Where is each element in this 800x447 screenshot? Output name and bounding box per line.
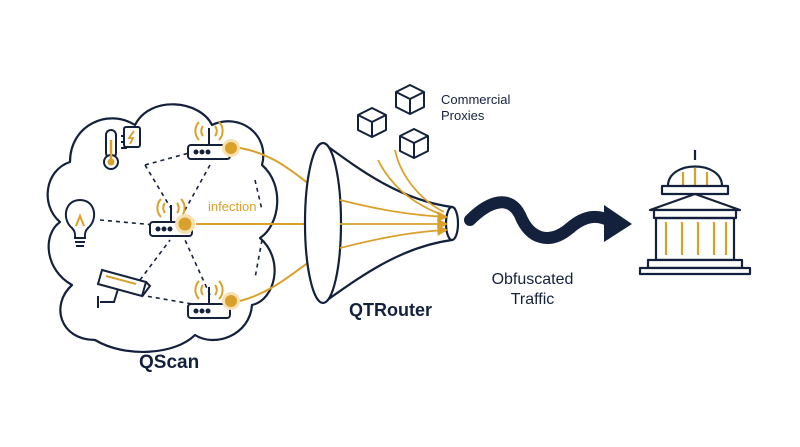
security-camera-icon (96, 268, 152, 308)
qscan-label: QScan (139, 352, 200, 373)
qtrouter-label: QTRouter (349, 300, 432, 320)
commercial-proxies-line-1: Commercial (441, 92, 511, 107)
commercial-proxies-line-2: Proxies (441, 108, 485, 123)
network-links (99, 149, 263, 306)
proxy-cube-3 (399, 128, 429, 159)
obfuscated-traffic-line-2: Traffic (510, 291, 555, 308)
wavy-arrow-icon (464, 196, 632, 244)
obfuscated-traffic-line-1: Obfuscated (491, 271, 574, 288)
proxy-cube-2 (357, 107, 387, 138)
router-icon-bottom (187, 280, 240, 319)
infection-label: infection (208, 199, 257, 214)
lightbulb-icon (64, 198, 96, 247)
obfuscated-traffic-label: Obfuscated Traffic (470, 270, 595, 310)
router-icon-top (187, 121, 240, 160)
government-building-icon (638, 150, 752, 276)
funnel-icon (303, 141, 460, 305)
power-outlet-icon (123, 126, 141, 148)
proxy-cube-1 (395, 84, 425, 115)
qscan-cloud (46, 103, 279, 354)
commercial-proxies-label: Commercial Proxies (441, 92, 510, 124)
funnel-flows (339, 149, 449, 249)
router-icon-center (149, 198, 195, 237)
